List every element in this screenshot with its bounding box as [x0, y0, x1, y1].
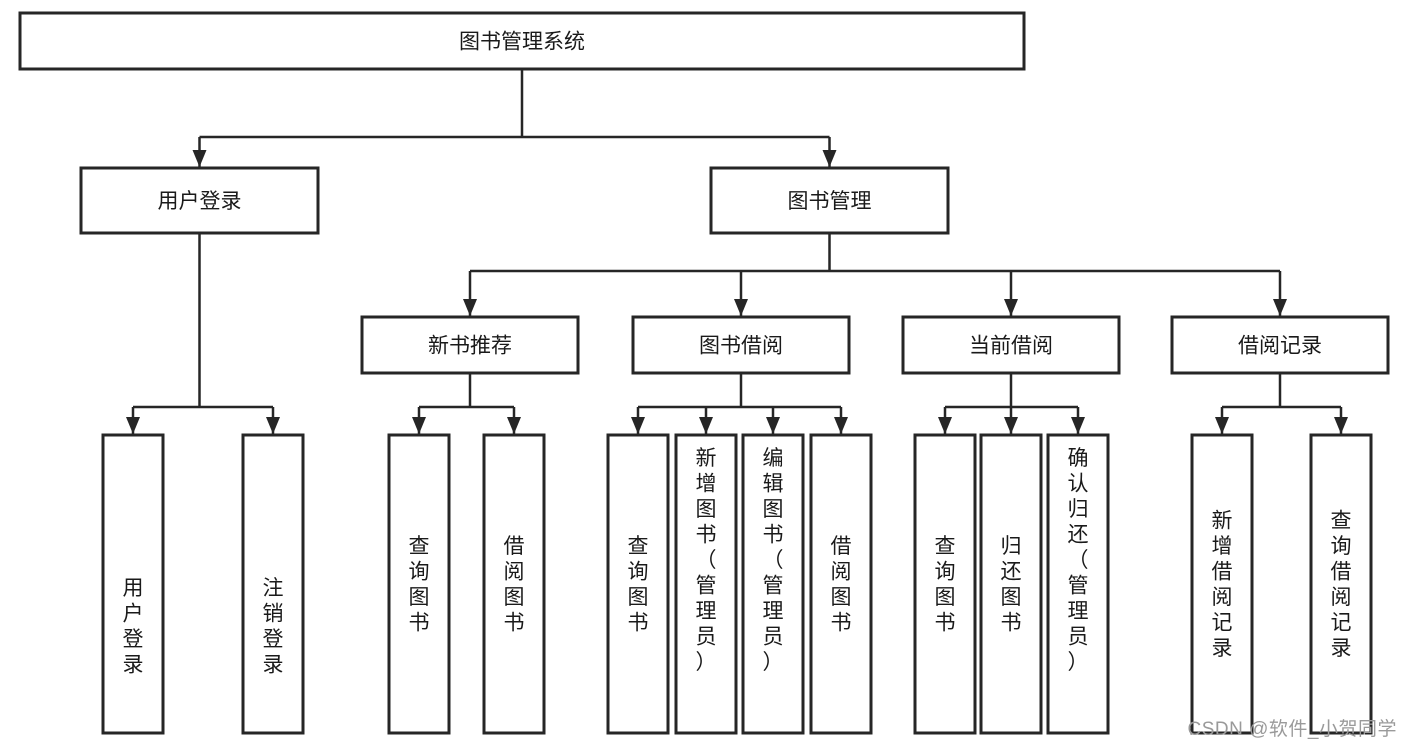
node-leaf-11-label: 新增借阅记录: [1212, 509, 1233, 660]
node-level2-1[interactable]: 图书管理: [709, 166, 950, 235]
arrow-head-newbook-0: [412, 417, 426, 434]
node-root-system-box[interactable]: [18, 11, 1026, 71]
arrow-head-current-2: [1071, 417, 1085, 434]
node-level2-1-box[interactable]: [709, 166, 950, 235]
connectors-layer: [126, 69, 1348, 434]
node-level3-1-box[interactable]: [631, 315, 851, 375]
node-leaf-5-label: 新增图书（管理员）: [696, 447, 717, 674]
node-leaf-1[interactable]: 注销登录: [241, 433, 305, 735]
node-leaf-12[interactable]: 查询借阅记录: [1309, 433, 1373, 735]
arrow-head-borrow-2: [766, 417, 780, 434]
node-level3-3-label: 借阅记录: [1238, 335, 1322, 358]
node-leaf-0[interactable]: 用户登录: [101, 433, 165, 735]
node-leaf-12-label: 查询借阅记录: [1331, 509, 1352, 660]
arrow-head-userlogin-1: [266, 417, 280, 434]
arrow-head-current-0: [938, 417, 952, 434]
node-level3-2-box[interactable]: [901, 315, 1121, 375]
arrow-head-records-0: [1215, 417, 1229, 434]
node-leaf-8[interactable]: 查询图书: [913, 433, 977, 735]
node-root-system-label: 图书管理系统: [459, 31, 585, 54]
arrow-head-bookmgmt-1: [734, 299, 748, 316]
node-leaf-1-box[interactable]: [241, 433, 305, 735]
node-leaf-9-label: 归还图书: [1001, 535, 1022, 635]
node-leaf-3[interactable]: 借阅图书: [482, 433, 546, 735]
node-leaf-8-box[interactable]: [913, 433, 977, 735]
node-leaf-7-label: 借阅图书: [831, 535, 852, 635]
arrow-head-root-0: [192, 150, 207, 167]
node-leaf-11[interactable]: 新增借阅记录: [1190, 433, 1254, 735]
node-leaf-0-box[interactable]: [101, 433, 165, 735]
node-level2-0-box[interactable]: [79, 166, 320, 235]
node-level3-2-label: 当前借阅: [969, 335, 1053, 358]
node-leaf-9[interactable]: 归还图书: [979, 433, 1043, 735]
node-leaf-10[interactable]: 确认归还（管理员）: [1046, 433, 1110, 735]
node-leaf-3-box[interactable]: [482, 433, 546, 735]
node-leaf-10-box[interactable]: [1046, 433, 1110, 735]
node-leaf-9-box[interactable]: [979, 433, 1043, 735]
node-leaf-1-label: 注销登录: [263, 577, 284, 677]
node-leaf-5[interactable]: 新增图书（管理员）: [674, 433, 738, 735]
arrow-head-current-1: [1004, 417, 1018, 434]
node-leaf-0-label: 用户登录: [123, 577, 144, 677]
node-leaf-4[interactable]: 查询图书: [606, 433, 670, 735]
node-level3-0-box[interactable]: [360, 315, 580, 375]
nodes-layer: 图书管理系统用户登录图书管理新书推荐图书借阅当前借阅借阅记录用户登录注销登录查询…: [18, 11, 1390, 735]
node-leaf-5-box[interactable]: [674, 433, 738, 735]
node-level3-1-label: 图书借阅: [699, 335, 783, 358]
node-root-system[interactable]: 图书管理系统: [18, 11, 1026, 71]
node-level2-1-label: 图书管理: [788, 190, 872, 213]
node-leaf-6-label: 编辑图书（管理员）: [763, 447, 784, 674]
node-level3-0[interactable]: 新书推荐: [360, 315, 580, 375]
node-level3-1[interactable]: 图书借阅: [631, 315, 851, 375]
arrow-head-root-1: [822, 150, 837, 167]
node-level3-3[interactable]: 借阅记录: [1170, 315, 1390, 375]
node-level2-0[interactable]: 用户登录: [79, 166, 320, 235]
node-leaf-2-label: 查询图书: [409, 535, 430, 635]
node-leaf-11-box[interactable]: [1190, 433, 1254, 735]
node-level3-3-box[interactable]: [1170, 315, 1390, 375]
node-level3-0-label: 新书推荐: [428, 335, 512, 358]
arrow-head-records-1: [1334, 417, 1348, 434]
node-leaf-12-box[interactable]: [1309, 433, 1373, 735]
arrow-head-newbook-1: [507, 417, 521, 434]
csdn-watermark: CSDN @软件_小贺同学: [1187, 719, 1397, 740]
arrow-head-borrow-1: [699, 417, 713, 434]
node-leaf-10-label: 确认归还（管理员）: [1068, 447, 1089, 674]
node-leaf-2[interactable]: 查询图书: [387, 433, 451, 735]
node-leaf-3-label: 借阅图书: [504, 535, 525, 635]
node-leaf-4-box[interactable]: [606, 433, 670, 735]
node-leaf-8-label: 查询图书: [935, 535, 956, 635]
node-level3-2[interactable]: 当前借阅: [901, 315, 1121, 375]
node-leaf-6[interactable]: 编辑图书（管理员）: [741, 433, 805, 735]
arrow-head-bookmgmt-0: [463, 299, 477, 316]
arrow-head-bookmgmt-3: [1273, 299, 1287, 316]
arrow-head-borrow-0: [631, 417, 645, 434]
node-leaf-7-box[interactable]: [809, 433, 873, 735]
node-leaf-2-box[interactable]: [387, 433, 451, 735]
arrow-head-userlogin-0: [126, 417, 140, 434]
arrow-head-bookmgmt-2: [1004, 299, 1018, 316]
node-level2-0-label: 用户登录: [158, 190, 242, 213]
arrow-head-borrow-3: [834, 417, 848, 434]
node-leaf-7[interactable]: 借阅图书: [809, 433, 873, 735]
node-leaf-4-label: 查询图书: [628, 535, 649, 635]
node-leaf-6-box[interactable]: [741, 433, 805, 735]
